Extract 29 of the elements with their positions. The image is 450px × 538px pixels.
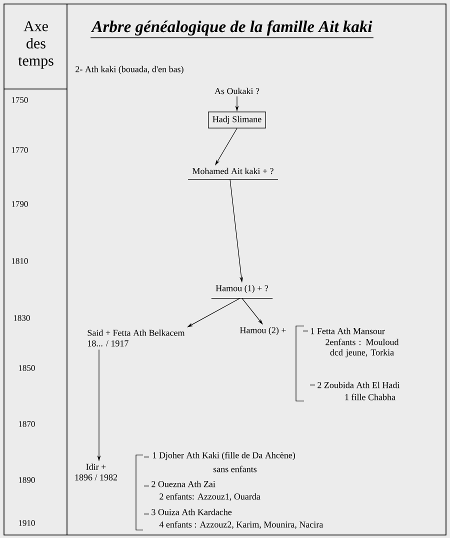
person-name: Idir + 1896 / 1982 bbox=[75, 464, 117, 480]
spouse-text: 1 Fetta Ath Mansour bbox=[310, 328, 385, 334]
person-box: Hadj Slimane bbox=[208, 112, 266, 128]
year-label: 1770 bbox=[12, 147, 28, 153]
subtitle: 2- Ath kaki (bouada, d'en bas) bbox=[76, 66, 184, 74]
children-text: 2enfants : Mouloud dcd jeune, Torkia bbox=[326, 338, 399, 358]
axis-heading: Axe des temps bbox=[18, 21, 54, 69]
year-label: 1810 bbox=[12, 258, 28, 264]
person-name: As Oukaki ? bbox=[214, 88, 260, 94]
children-text: 4 enfants : Azzouz2, Karim, Mounira, Nacira bbox=[159, 521, 324, 529]
person-name: Said + Fetta Ath Belkacem 18... / 1917 bbox=[88, 330, 185, 346]
year-label: 1910 bbox=[18, 520, 35, 526]
children-text: 2 enfants: Azzouz1, Ouarda bbox=[160, 493, 260, 501]
spouse-text: 2 Zoubida Ath El Hadi bbox=[318, 382, 400, 388]
person-name: Mohamed Ait kaki + ? bbox=[188, 168, 278, 180]
year-label: 1850 bbox=[18, 365, 35, 371]
year-label: 1790 bbox=[12, 201, 28, 207]
children-text: sans enfants bbox=[214, 466, 257, 472]
year-label: 1870 bbox=[18, 421, 35, 427]
spouse-text: 3 Ouiza Ath Kardache bbox=[152, 508, 232, 516]
year-label: 1750 bbox=[12, 97, 28, 103]
spouse-text: 1 Djoher Ath Kaki (fille de Da Ahcène) bbox=[152, 452, 296, 460]
title: Arbre généalogique de la famille Ait kaki bbox=[90, 20, 374, 38]
year-label: 1890 bbox=[18, 477, 35, 483]
spouse-text: 2 Ouezna Ath Zai bbox=[152, 480, 216, 488]
children-text: 1 fille Chabha bbox=[345, 394, 396, 400]
person-name: Hamou (2) + bbox=[240, 326, 286, 336]
person-name: Hamou (1) + ? bbox=[211, 284, 273, 299]
year-label: 1830 bbox=[14, 315, 30, 321]
